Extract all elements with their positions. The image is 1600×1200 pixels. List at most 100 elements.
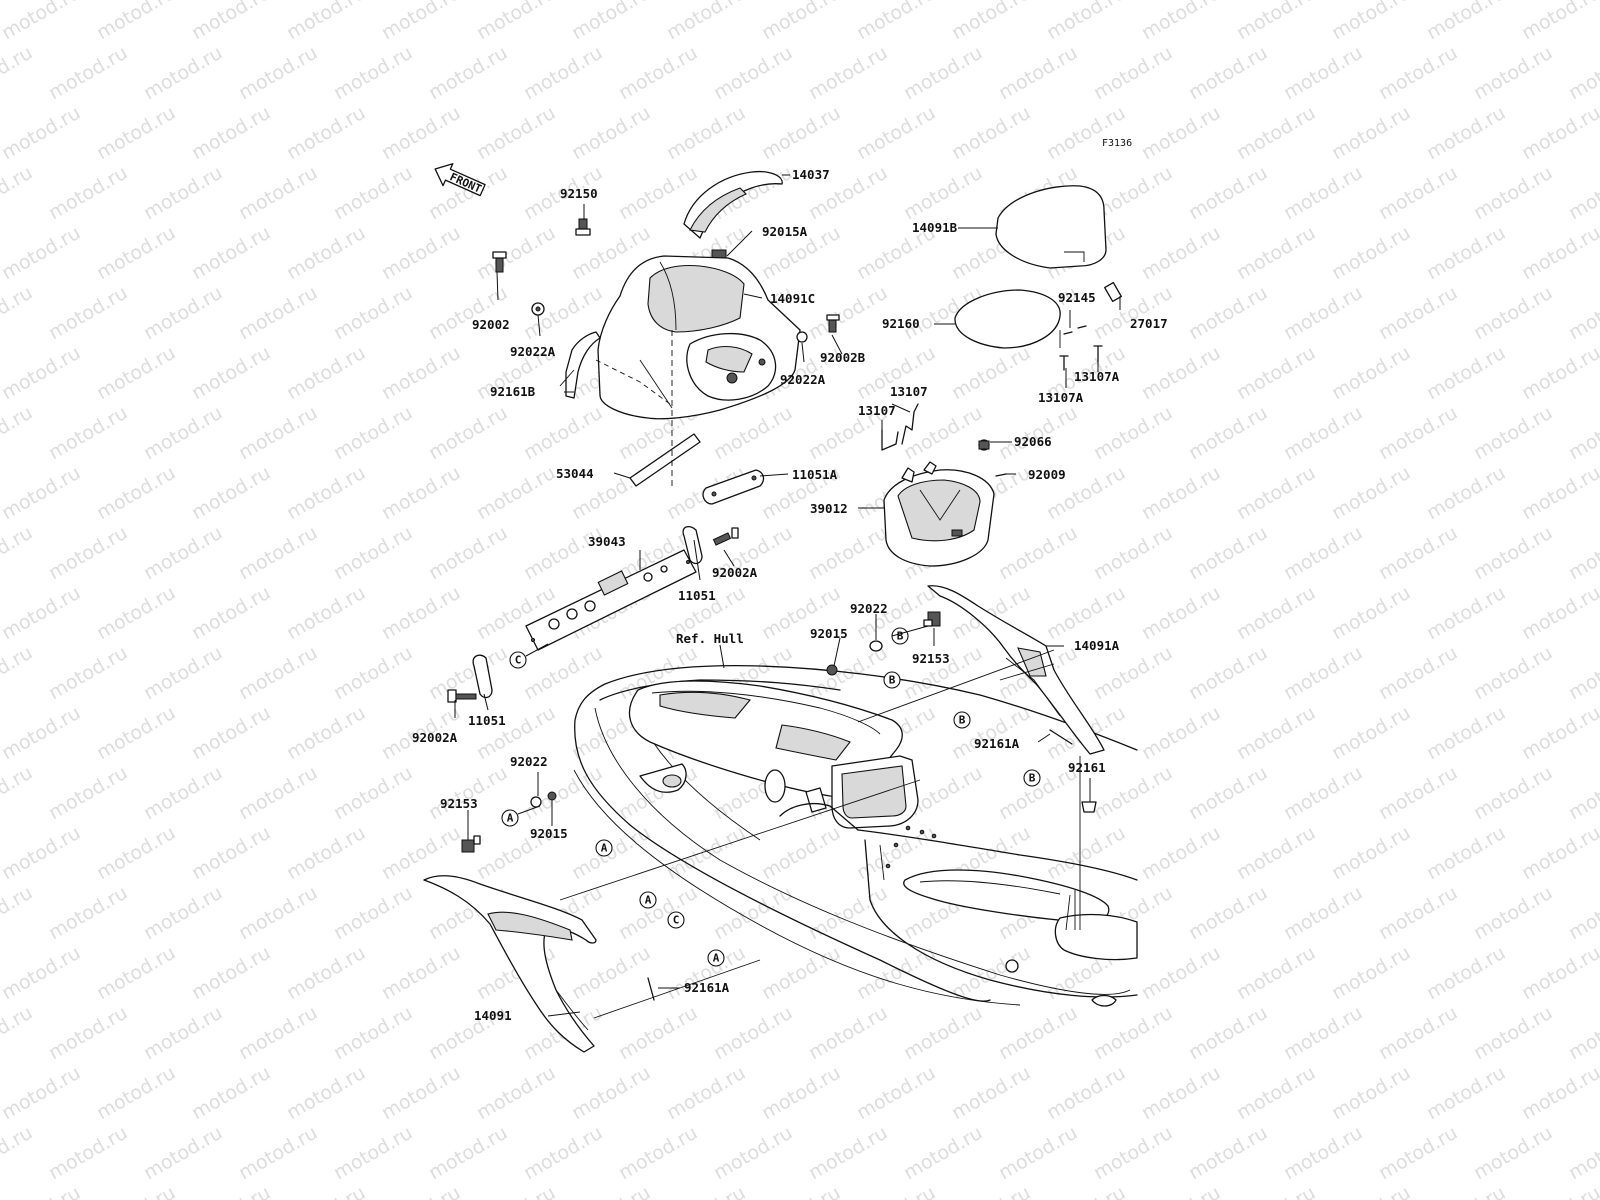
- watermark-text: motod.ru: [1233, 462, 1319, 525]
- watermark-text: motod.ru: [425, 522, 511, 585]
- watermark-text: motod.ru: [758, 942, 844, 1005]
- svg-text:A: A: [713, 952, 720, 965]
- label-92002b: 92002B: [820, 350, 866, 365]
- watermark-text: motod.ru: [1280, 42, 1366, 105]
- part-92015-left-shape: [547, 791, 557, 801]
- watermark-text: motod.ru: [1518, 0, 1600, 44]
- watermark-text: motod.ru: [235, 882, 321, 945]
- watermark-text: motod.ru: [0, 1002, 36, 1065]
- watermark-text: motod.ru: [1375, 42, 1461, 105]
- watermark-text: motod.ru: [235, 522, 321, 585]
- watermark-text: motod.ru: [1280, 282, 1366, 345]
- label-11051-top: 11051: [678, 588, 716, 603]
- watermark-text: motod.ru: [1280, 882, 1366, 945]
- label-92015a: 92015A: [762, 224, 808, 239]
- watermark-text: motod.ru: [188, 702, 274, 765]
- label-92022-right: 92022: [850, 601, 888, 616]
- part-92066-shape: [978, 439, 990, 451]
- watermark-text: motod.ru: [330, 402, 416, 465]
- label-14091a: 14091A: [1074, 638, 1120, 653]
- part-13107a-left-shape: [1059, 355, 1069, 371]
- watermark-text: motod.ru: [188, 0, 274, 44]
- part-92161a-left-shape: [647, 977, 655, 1001]
- watermark-text: motod.ru: [1233, 0, 1319, 44]
- watermark-text: motod.ru: [1518, 222, 1600, 285]
- watermark-text: motod.ru: [140, 162, 226, 225]
- watermark-text: motod.ru: [1328, 822, 1414, 885]
- label-11051a: 11051A: [792, 467, 838, 482]
- watermark-text: motod.ru: [378, 0, 464, 44]
- watermark-text: motod.ru: [1138, 222, 1224, 285]
- watermark-text: motod.ru: [1565, 522, 1600, 585]
- watermark-text: motod.ru: [140, 522, 226, 585]
- watermark-text: motod.ru: [1280, 642, 1366, 705]
- watermark-text: motod.ru: [1423, 222, 1509, 285]
- watermark-text: motod.ru: [283, 462, 369, 525]
- watermark-text: motod.ru: [1043, 102, 1129, 165]
- watermark-text: motod.ru: [0, 0, 84, 44]
- watermark-text: motod.ru: [1185, 1122, 1271, 1185]
- watermark-text: motod.ru: [948, 942, 1034, 1005]
- watermark-text: motod.ru: [900, 162, 986, 225]
- watermark-text: motod.ru: [283, 102, 369, 165]
- watermark-text: motod.ru: [45, 642, 131, 705]
- label-92161b: 92161B: [490, 384, 536, 399]
- watermark-text: motod.ru: [1138, 1062, 1224, 1125]
- watermark-text: motod.ru: [1470, 1002, 1556, 1065]
- part-92002a-top-shape: [712, 527, 739, 546]
- watermark-text: motod.ru: [425, 402, 511, 465]
- watermark-text: motod.ru: [995, 522, 1081, 585]
- watermark-text: motod.ru: [1470, 762, 1556, 825]
- watermark-text: motod.ru: [758, 0, 844, 44]
- watermark-text: motod.ru: [568, 1182, 654, 1200]
- watermark-text: motod.ru: [1138, 582, 1224, 645]
- watermark-text: motod.ru: [45, 282, 131, 345]
- watermark-text: motod.ru: [330, 42, 416, 105]
- watermark-text: motod.ru: [378, 822, 464, 885]
- svg-text:C: C: [515, 654, 522, 667]
- watermark-text: motod.ru: [1233, 942, 1319, 1005]
- watermark-text: motod.ru: [1280, 402, 1366, 465]
- label-92015-right: 92015: [810, 626, 848, 641]
- watermark-text: motod.ru: [1518, 342, 1600, 405]
- watermark-text: motod.ru: [1328, 0, 1414, 44]
- watermark-text: motod.ru: [0, 42, 36, 105]
- watermark-text: motod.ru: [1090, 1002, 1176, 1065]
- watermark-text: motod.ru: [1518, 582, 1600, 645]
- watermark-text: motod.ru: [1233, 102, 1319, 165]
- watermark-text: motod.ru: [1185, 522, 1271, 585]
- watermark-text: motod.ru: [188, 222, 274, 285]
- watermark-text: motod.ru: [1328, 1182, 1414, 1200]
- label-92145: 92145: [1058, 290, 1096, 305]
- part-92009-shape: [995, 473, 1007, 477]
- part-13107a-right-shape: [1093, 345, 1103, 363]
- label-92066: 92066: [1014, 434, 1052, 449]
- part-92002a-bottom-shape: [447, 689, 477, 703]
- watermark-text: motod.ru: [0, 402, 36, 465]
- watermark-text: motod.ru: [0, 342, 84, 405]
- watermark-text: motod.ru: [378, 1062, 464, 1125]
- watermark-text: motod.ru: [93, 102, 179, 165]
- ref-b-lower: B: [1023, 769, 1041, 787]
- label-92002a-top: 92002A: [712, 565, 758, 580]
- watermark-text: motod.ru: [1565, 762, 1600, 825]
- watermark-text: motod.ru: [425, 1122, 511, 1185]
- watermark-text: motod.ru: [0, 462, 84, 525]
- watermark-text: motod.ru: [1470, 882, 1556, 945]
- watermark-text: motod.ru: [1375, 162, 1461, 225]
- label-92022-left: 92022: [510, 754, 548, 769]
- watermark-text: motod.ru: [1043, 1062, 1129, 1125]
- watermark-text: motod.ru: [93, 582, 179, 645]
- watermark-text: motod.ru: [1138, 822, 1224, 885]
- watermark-text: motod.ru: [330, 522, 416, 585]
- part-92161b-shape: [565, 331, 601, 399]
- watermark-text: motod.ru: [1138, 0, 1224, 44]
- watermark-text: motod.ru: [1518, 942, 1600, 1005]
- watermark-text: motod.ru: [710, 42, 796, 105]
- part-13107-left-shape: [881, 429, 899, 451]
- watermark-text: motod.ru: [805, 1002, 891, 1065]
- watermark-text: motod.ru: [1090, 282, 1176, 345]
- watermark-text: motod.ru: [140, 42, 226, 105]
- watermark-text: motod.ru: [235, 762, 321, 825]
